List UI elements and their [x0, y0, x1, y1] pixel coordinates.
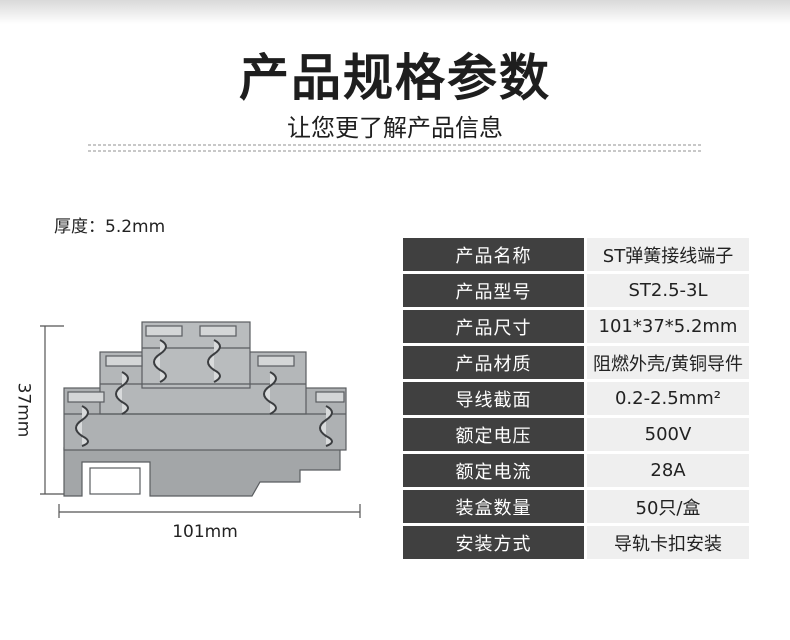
table-row: 导线截面 0.2-2.5mm² [403, 382, 749, 415]
spec-value: ST弹簧接线端子 [584, 238, 749, 271]
spec-key: 产品名称 [403, 238, 584, 271]
height-label: 37mm [13, 382, 34, 438]
spring-clamp-icons [75, 339, 333, 447]
page-title: 产品规格参数 [239, 49, 551, 107]
width-dimension-line [58, 504, 361, 518]
page-subtitle: 让您更了解产品信息 [287, 114, 503, 142]
width-label: 101mm [172, 522, 238, 542]
thickness-label: 厚度：5.2mm [54, 217, 166, 237]
height-dimension-line [40, 325, 64, 495]
table-row: 额定电流 28A [403, 454, 749, 487]
spec-key: 导线截面 [403, 382, 584, 415]
spec-value: 导轨卡扣安装 [584, 526, 749, 559]
top-shade [0, 0, 790, 24]
spec-value: 50只/盒 [584, 490, 749, 523]
spec-value: 101*37*5.2mm [584, 310, 749, 343]
spec-key: 安装方式 [403, 526, 584, 559]
decorative-fine-text [88, 144, 702, 158]
spec-key: 装盒数量 [403, 490, 584, 523]
table-row: 安装方式 导轨卡扣安装 [403, 526, 749, 559]
terminal-block-image [63, 321, 347, 497]
spec-key: 产品材质 [403, 346, 584, 379]
spec-value: 阻燃外壳/黄铜导件 [584, 346, 749, 379]
table-row: 产品名称 ST弹簧接线端子 [403, 238, 749, 271]
spec-value: 0.2-2.5mm² [584, 382, 749, 415]
table-row: 额定电压 500V [403, 418, 749, 451]
spec-value: 500V [584, 418, 749, 451]
table-row: 装盒数量 50只/盒 [403, 490, 749, 523]
spec-key: 额定电压 [403, 418, 584, 451]
spec-key: 额定电流 [403, 454, 584, 487]
table-row: 产品材质 阻燃外壳/黄铜导件 [403, 346, 749, 379]
table-row: 产品尺寸 101*37*5.2mm [403, 310, 749, 343]
spec-key: 产品尺寸 [403, 310, 584, 343]
table-row: 产品型号 ST2.5-3L [403, 274, 749, 307]
spec-value: ST2.5-3L [584, 274, 749, 307]
spec-key: 产品型号 [403, 274, 584, 307]
spec-table: 产品名称 ST弹簧接线端子 产品型号 ST2.5-3L 产品尺寸 101*37*… [403, 235, 749, 562]
spec-value: 28A [584, 454, 749, 487]
